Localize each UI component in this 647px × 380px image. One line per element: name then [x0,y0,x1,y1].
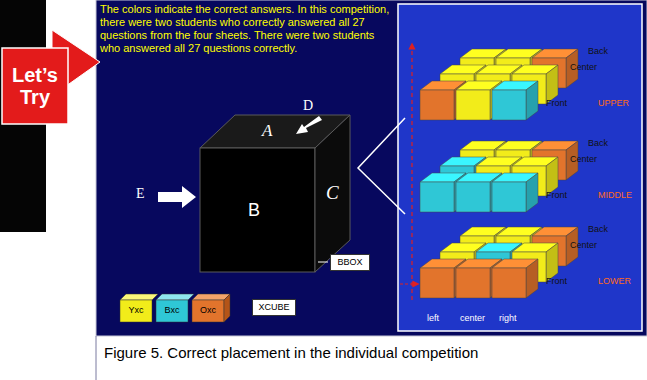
main-panel [96,0,647,336]
layer-label: UPPER [598,98,629,108]
cube-face [456,90,490,120]
column-label: center [460,313,485,323]
cube-face [526,259,538,298]
row-label: Front [546,190,567,200]
node-text: BBOX [337,258,362,268]
callout-wedge [358,118,405,214]
cube-swatch: Yxc [120,300,152,322]
cube-face [492,268,526,298]
cube-face [456,182,490,212]
small-cube-o [192,300,224,322]
row-label: Back [588,224,608,234]
small-cube-top [120,294,158,300]
small-cube-y [120,300,152,322]
row-label: Front [546,276,567,286]
cube-front [200,148,315,272]
cube-face [492,182,526,212]
cube-face [526,81,538,120]
xcube-tag: XCUBE [252,299,296,316]
view-label: D [303,98,313,114]
column-label: left [427,313,439,323]
row-label: Center [570,62,597,72]
node-text: XCUBE [258,303,289,313]
node-text: Yxc [128,306,143,316]
row-label: Center [570,240,597,250]
answer-cube [492,173,538,212]
layer-panel [398,4,642,331]
face-label: B [248,200,260,221]
lets-try-box: Let’s Try [0,48,71,124]
layer-label: MIDDLE [598,190,632,200]
height-guide [411,46,412,300]
node-text: Bxc [164,306,179,316]
node-text: Oxc [200,306,216,316]
cube-face [492,90,526,120]
figure-caption: Figure 5. Correct placement in the indiv… [104,344,478,361]
row-label: Back [588,46,608,56]
row-label: Center [570,154,597,164]
node-text: Let’s Try [0,64,71,108]
column-label: right [499,313,517,323]
face-label: A [262,121,272,141]
cube-swatch: Bxc [156,300,188,322]
bbox-tag: BBOX [330,254,370,271]
answer-cube [492,259,538,298]
layer-label: LOWER [598,276,631,286]
note-text: The colors indicate the correct answers.… [100,3,396,55]
face-label: C [326,182,339,204]
cube-side [315,115,350,272]
view-arrow-d [296,116,322,134]
small-cube-side [224,294,230,322]
row-label: Back [588,138,608,148]
row-guide [400,283,416,284]
cube-swatch: Oxc [192,300,224,322]
small-cube-top [192,294,230,300]
view-arrow-e [158,186,196,208]
caption-rule [96,336,97,380]
cube-face [420,90,454,120]
cube-face [420,268,454,298]
cube-face [420,182,454,212]
small-cube-b [156,300,188,322]
leader-line [318,262,328,263]
cube-face [526,173,538,212]
answer-cube [492,81,538,120]
cube-face [456,268,490,298]
row-label: Front [546,98,567,108]
small-cube-top [156,294,194,300]
view-label: E [136,186,145,202]
